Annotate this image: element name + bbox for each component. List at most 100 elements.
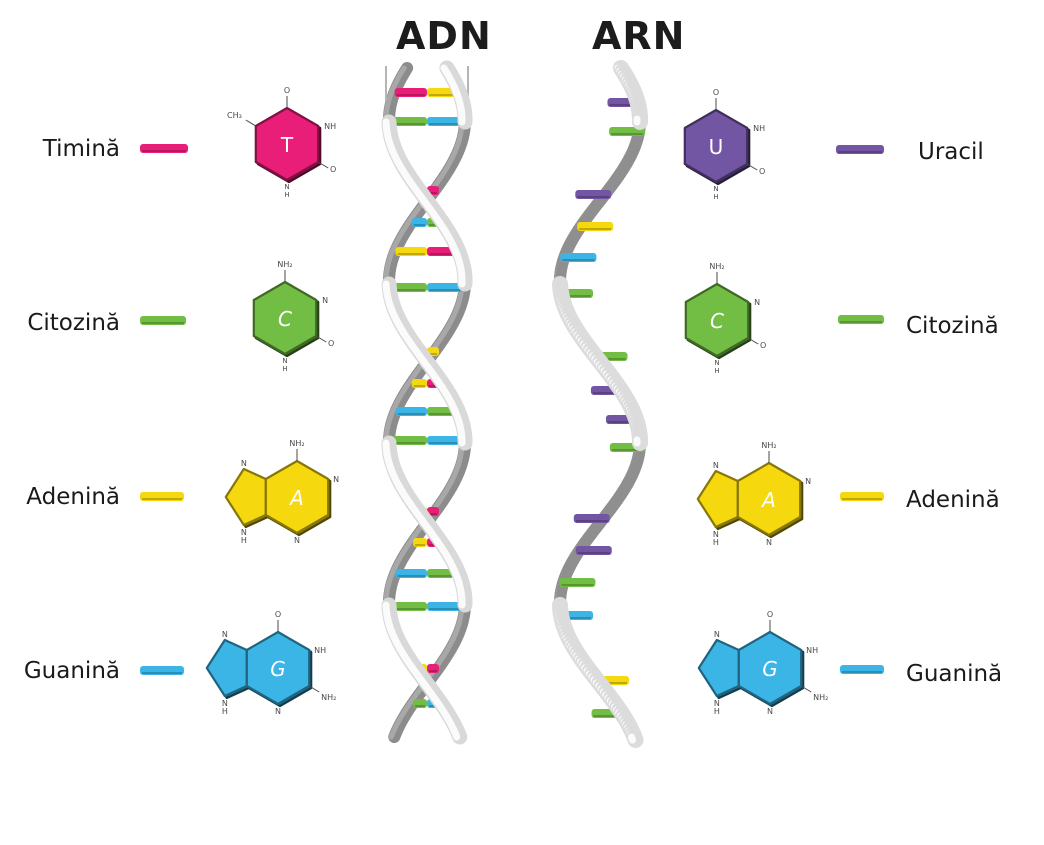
dna-base-pair-5-left: [395, 247, 427, 256]
dna-strand-a-front-hl: [452, 730, 461, 741]
cytosine-molecule-icon-ring: [684, 282, 750, 358]
cytosine-molecule-icon-h-bottom: H: [714, 367, 719, 375]
dna-base-pair-9-left: [395, 407, 427, 416]
dna-base-pair-10-right: [427, 436, 465, 445]
base-molecules: TONHONHCH₃CNH₂NONHANNHNH₂NNGNNHONHNH₂NUO…: [205, 86, 828, 716]
guanine-molecule-icon-n-bottom-left: N: [714, 699, 720, 708]
rna-strand-hl: [627, 733, 637, 744]
cytosine-molecule-icon-letter: C: [710, 309, 724, 333]
adenine-molecule-icon-letter: A: [760, 488, 776, 512]
dna-helix-front-strand: [381, 60, 473, 745]
adenine-molecule-icon-n-right: N: [805, 477, 811, 486]
guanine-molecule-icon-h-bottom-left: H: [714, 707, 720, 716]
adenine-molecule-icon-nh2: NH₂: [289, 439, 304, 448]
guanine-molecule-icon-n-bottom: N: [275, 707, 281, 716]
dna-base-pair-1-left: [394, 88, 427, 97]
cytosine-molecule-icon-h-bottom: H: [282, 365, 287, 373]
cytosine-molecule-icon-n-bottom: N: [714, 359, 719, 367]
label-uracil: Uracil: [918, 139, 984, 165]
adenine-molecule-icon-pentagon: [224, 467, 267, 527]
rna-base-3: [575, 190, 612, 199]
guanine-molecule-icon-pentagon: [697, 638, 740, 698]
label-thymine: Timină: [42, 136, 120, 162]
legend-bar-thymine: [140, 144, 188, 153]
uracil-molecule-icon-h-bottom: H: [713, 193, 718, 201]
cytosine-molecule-icon-o-right: O: [328, 339, 334, 348]
guanine-molecule-icon-n-top-left: N: [714, 630, 720, 639]
dna-strand-b-back-seg: [388, 728, 402, 743]
adenine-molecule-icon-n-bottom-left: N: [241, 528, 247, 537]
legend-bar-guanine-right: [840, 665, 884, 674]
dna-base-pair-14-left: [389, 602, 427, 611]
dna-title: ADN: [396, 14, 492, 58]
thymine-molecule-icon-o-right: O: [330, 165, 336, 174]
dna-base-pair-4-left: [411, 218, 427, 227]
label-guanine-dna: Guanină: [23, 658, 120, 684]
adenine-molecule-icon-n-right: N: [333, 475, 339, 484]
dna-base-pair-11-right: [427, 507, 439, 516]
dna-base-pair-2-left: [389, 117, 427, 126]
adenine-molecule-icon-h-bottom-left: H: [713, 538, 719, 547]
rna-base-2: [609, 127, 646, 136]
guanine-molecule-icon-letter: G: [270, 657, 286, 681]
adenine-molecule-icon-hexagon: [736, 461, 802, 537]
legend-bar-cytosine-left: [140, 316, 186, 325]
rna-helix-strand: [552, 60, 648, 748]
adenine-molecule-icon-n-top-left: N: [713, 461, 719, 470]
uracil-molecule-icon-o-top: O: [713, 88, 719, 97]
dna-base-pair-10-left: [389, 436, 427, 445]
uracil-molecule-icon-n-bottom: N: [713, 185, 718, 193]
guanine-molecule-icon-hexagon: [737, 630, 803, 706]
rna-base-12: [575, 546, 612, 555]
guanine-molecule-icon-letter: G: [762, 657, 778, 681]
dna-base-pair-2-right: [427, 117, 465, 126]
adenine-molecule-icon-letter: A: [288, 486, 304, 510]
rna-title: ARN: [592, 14, 686, 58]
thymine-molecule-icon-n-right: NH: [324, 122, 336, 131]
guanine-molecule-icon-h-bottom-left: H: [222, 707, 228, 716]
dna-strand-b-back-hl: [388, 731, 395, 740]
cytosine-molecule-icon-o-right: O: [760, 341, 766, 350]
rna-base-5: [560, 253, 597, 262]
uracil-molecule-icon-letter: U: [709, 135, 724, 159]
legend-bar-guanine-left: [140, 666, 184, 675]
dna-base-pair-13-left: [395, 569, 427, 578]
adenine-molecule-icon-nh2: NH₂: [761, 441, 776, 450]
rna-base-4: [577, 222, 614, 231]
cytosine-molecule-icon-n-right: N: [754, 298, 760, 307]
guanine-molecule-icon-n-top-left: N: [222, 630, 228, 639]
label-guanine-rna: Guanină: [906, 661, 1003, 687]
dna-base-pair-6-left: [389, 283, 427, 292]
guanine-molecule-icon-o-top: O: [767, 610, 773, 619]
adenine-molecule-icon-n-bottom-left: N: [713, 530, 719, 539]
dna-base-pair-16-left: [413, 699, 427, 708]
thymine-molecule-icon-ch3: CH₃: [227, 111, 242, 120]
guanine-molecule-icon-hexagon: [245, 630, 311, 706]
adenine-molecule-icon-h-bottom-left: H: [241, 536, 247, 545]
cytosine-molecule-icon-n-right: N: [322, 296, 328, 305]
label-adenine-dna: Adenină: [26, 484, 120, 510]
cytosine-molecule-icon-letter: C: [278, 307, 292, 331]
rna-base-13: [559, 578, 596, 587]
guanine-molecule-icon-n-bottom-left: N: [222, 699, 228, 708]
guanine-molecule-icon-pentagon: [205, 638, 248, 698]
uracil-molecule-icon-n-right: NH: [753, 124, 765, 133]
legend-bar-uracil: [836, 145, 884, 154]
guanine-molecule-icon-nh2: NH₂: [321, 693, 336, 702]
legend-bar-adenine-left: [140, 492, 184, 501]
dna-base-pair-14-right: [427, 602, 465, 611]
dna-base-pair-8-left: [411, 379, 427, 388]
adenine-molecule-icon-n-bottom: N: [294, 536, 300, 545]
cytosine-molecule-icon-nh2: NH₂: [277, 260, 292, 269]
guanine-molecule-icon-n-bottom: N: [767, 707, 773, 716]
legend-bar-adenine-right: [840, 492, 884, 501]
uracil-molecule-icon-ring: [683, 108, 749, 184]
label-adenine-rna: Adenină: [906, 487, 1000, 513]
